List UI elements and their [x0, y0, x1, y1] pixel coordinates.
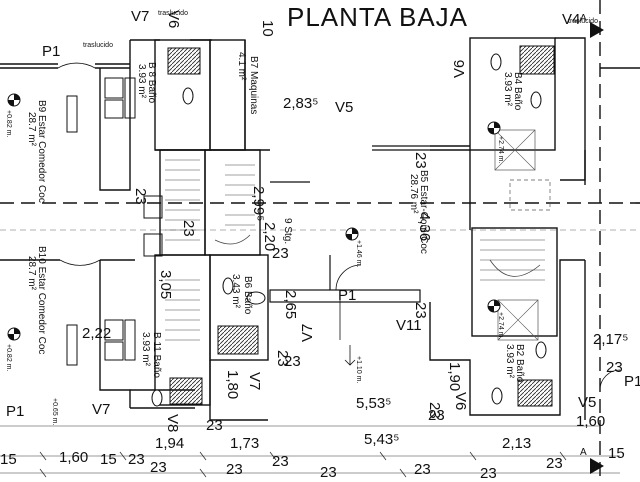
room-b6-area: 3.43 m²: [230, 274, 241, 308]
dimension-label: 2,99⁵: [250, 186, 267, 222]
dimension-label: 23: [320, 464, 337, 481]
dimension-label: 23: [272, 453, 289, 470]
room-b7-name: B7 Maquinas: [248, 56, 259, 115]
room-b10-area: 28.7 m²: [26, 256, 37, 290]
axis-label-bottom: A: [580, 447, 587, 458]
dimension-label: 3,05: [157, 270, 174, 300]
room-b8-area: 3.93 m²: [136, 64, 147, 98]
dimension-label: 23: [480, 465, 497, 482]
dimension-label: 23: [412, 152, 429, 169]
window-v7-mid: V7: [299, 323, 316, 342]
room-b6-name: B6 Baño: [242, 276, 253, 315]
room-b5-area: 28.76 m²: [408, 174, 419, 214]
dimension-label: 2,17⁵: [593, 331, 629, 348]
dimension-label: 2,83⁵: [283, 95, 319, 112]
door-p1-left: P1: [6, 403, 25, 420]
dimension-label: 10: [259, 20, 276, 37]
dimension-label: 23: [412, 302, 429, 319]
window-v7-low: V7: [246, 372, 263, 391]
dimension-label: 15: [608, 445, 625, 462]
dimension-label: 5,53⁵: [356, 395, 392, 412]
room-b10-name: B10 Estar Comedor Coc: [36, 246, 47, 355]
dimension-label: 2,22: [82, 325, 112, 342]
level-label: +2.74 m.: [497, 136, 504, 164]
window-v5: V5: [335, 99, 354, 116]
dimension-label: 23: [128, 451, 145, 468]
window-v8: V8: [164, 414, 181, 433]
level-label: +2.74 m.: [497, 312, 504, 340]
dimension-label: 23: [546, 455, 563, 472]
note-traslucido: traslucido: [158, 10, 188, 17]
door-p1-right: P1: [624, 373, 640, 390]
window-v11: V11: [396, 317, 422, 334]
room-b4-name: B4 Baño: [512, 72, 523, 111]
dimension-label: 23: [180, 220, 197, 237]
room-b2-name: B2 Baño: [514, 344, 525, 383]
axis-arrow-top: [590, 22, 604, 38]
window-v7-top: V7: [131, 8, 150, 25]
dimension-label: 23: [132, 188, 149, 205]
shower-tray: [167, 47, 201, 75]
shower-tray: [217, 325, 259, 355]
window-v4: V4: [562, 11, 581, 28]
room-b7-area: 4.1 m²: [236, 52, 247, 81]
room-b2-area: 3.93 m²: [504, 344, 515, 378]
dimension-label: 23: [606, 359, 623, 376]
dimension-label: 5,43⁵: [364, 431, 400, 448]
shower-tray: [517, 379, 553, 407]
dimension-label: 1,73: [230, 435, 260, 452]
dimension-label: 1,90: [446, 362, 463, 392]
level-label: +0.82 m.: [5, 110, 12, 138]
page-title: PLANTA BAJA: [287, 2, 469, 32]
level-label: +0.82 m.: [5, 344, 12, 372]
axis-arrow-bottom: [590, 458, 604, 474]
dimension-label: 23: [272, 245, 289, 262]
dimension-label: 23: [428, 407, 445, 424]
level-label: +1.46 m.: [355, 240, 362, 268]
room-b4-area: 3.93 m²: [502, 72, 513, 106]
door-p1-mid: P1: [338, 287, 357, 304]
note-traslucido: traslucido: [83, 42, 113, 49]
window-v5-low: V5: [578, 394, 597, 411]
room-b9-name: B9 Estar Comedor Coc: [36, 100, 47, 203]
window-v6-right: V6: [451, 59, 468, 78]
dimension-label: 15: [100, 451, 117, 468]
dimension-label: 2,13: [502, 435, 532, 452]
level-label: +1.10 m.: [355, 356, 362, 384]
shower-tray: [519, 45, 555, 75]
room-b9-area: 28.7 m²: [26, 112, 37, 146]
shower-tray: [169, 377, 203, 405]
window-v7-bottom: V7: [92, 401, 111, 418]
note-stair-steps: 9 Stg.: [282, 218, 293, 245]
room-b8-name: B 8 Baño: [146, 62, 157, 104]
dimension-label: 1,60: [59, 449, 89, 466]
dimension-label: 23: [284, 353, 301, 370]
door-p1-top: P1: [42, 43, 61, 60]
dimension-label: 15: [0, 451, 17, 468]
dimension-label: 1,60: [576, 413, 606, 430]
room-b11-area: 3.93 m²: [140, 332, 151, 366]
dimension-label: 23: [414, 461, 431, 478]
dimension-label: 1,80: [224, 370, 241, 400]
axis-label-top: A: [580, 13, 587, 24]
note-traslucido: traslucido: [568, 18, 598, 25]
room-b11-name: B 11 Baño: [151, 332, 162, 378]
dimension-label: 23: [226, 461, 243, 478]
level-label: +0.65 m.: [51, 398, 58, 426]
dimension-label: 1,94: [155, 435, 185, 452]
level-marker: [7, 93, 501, 341]
dimension-label: 23: [150, 459, 167, 476]
dimension-label: 4,36: [416, 212, 433, 242]
dimension-label: 2,65: [282, 290, 299, 320]
window-v6-low: V6: [452, 392, 469, 411]
dimension-label: 23: [206, 417, 223, 434]
